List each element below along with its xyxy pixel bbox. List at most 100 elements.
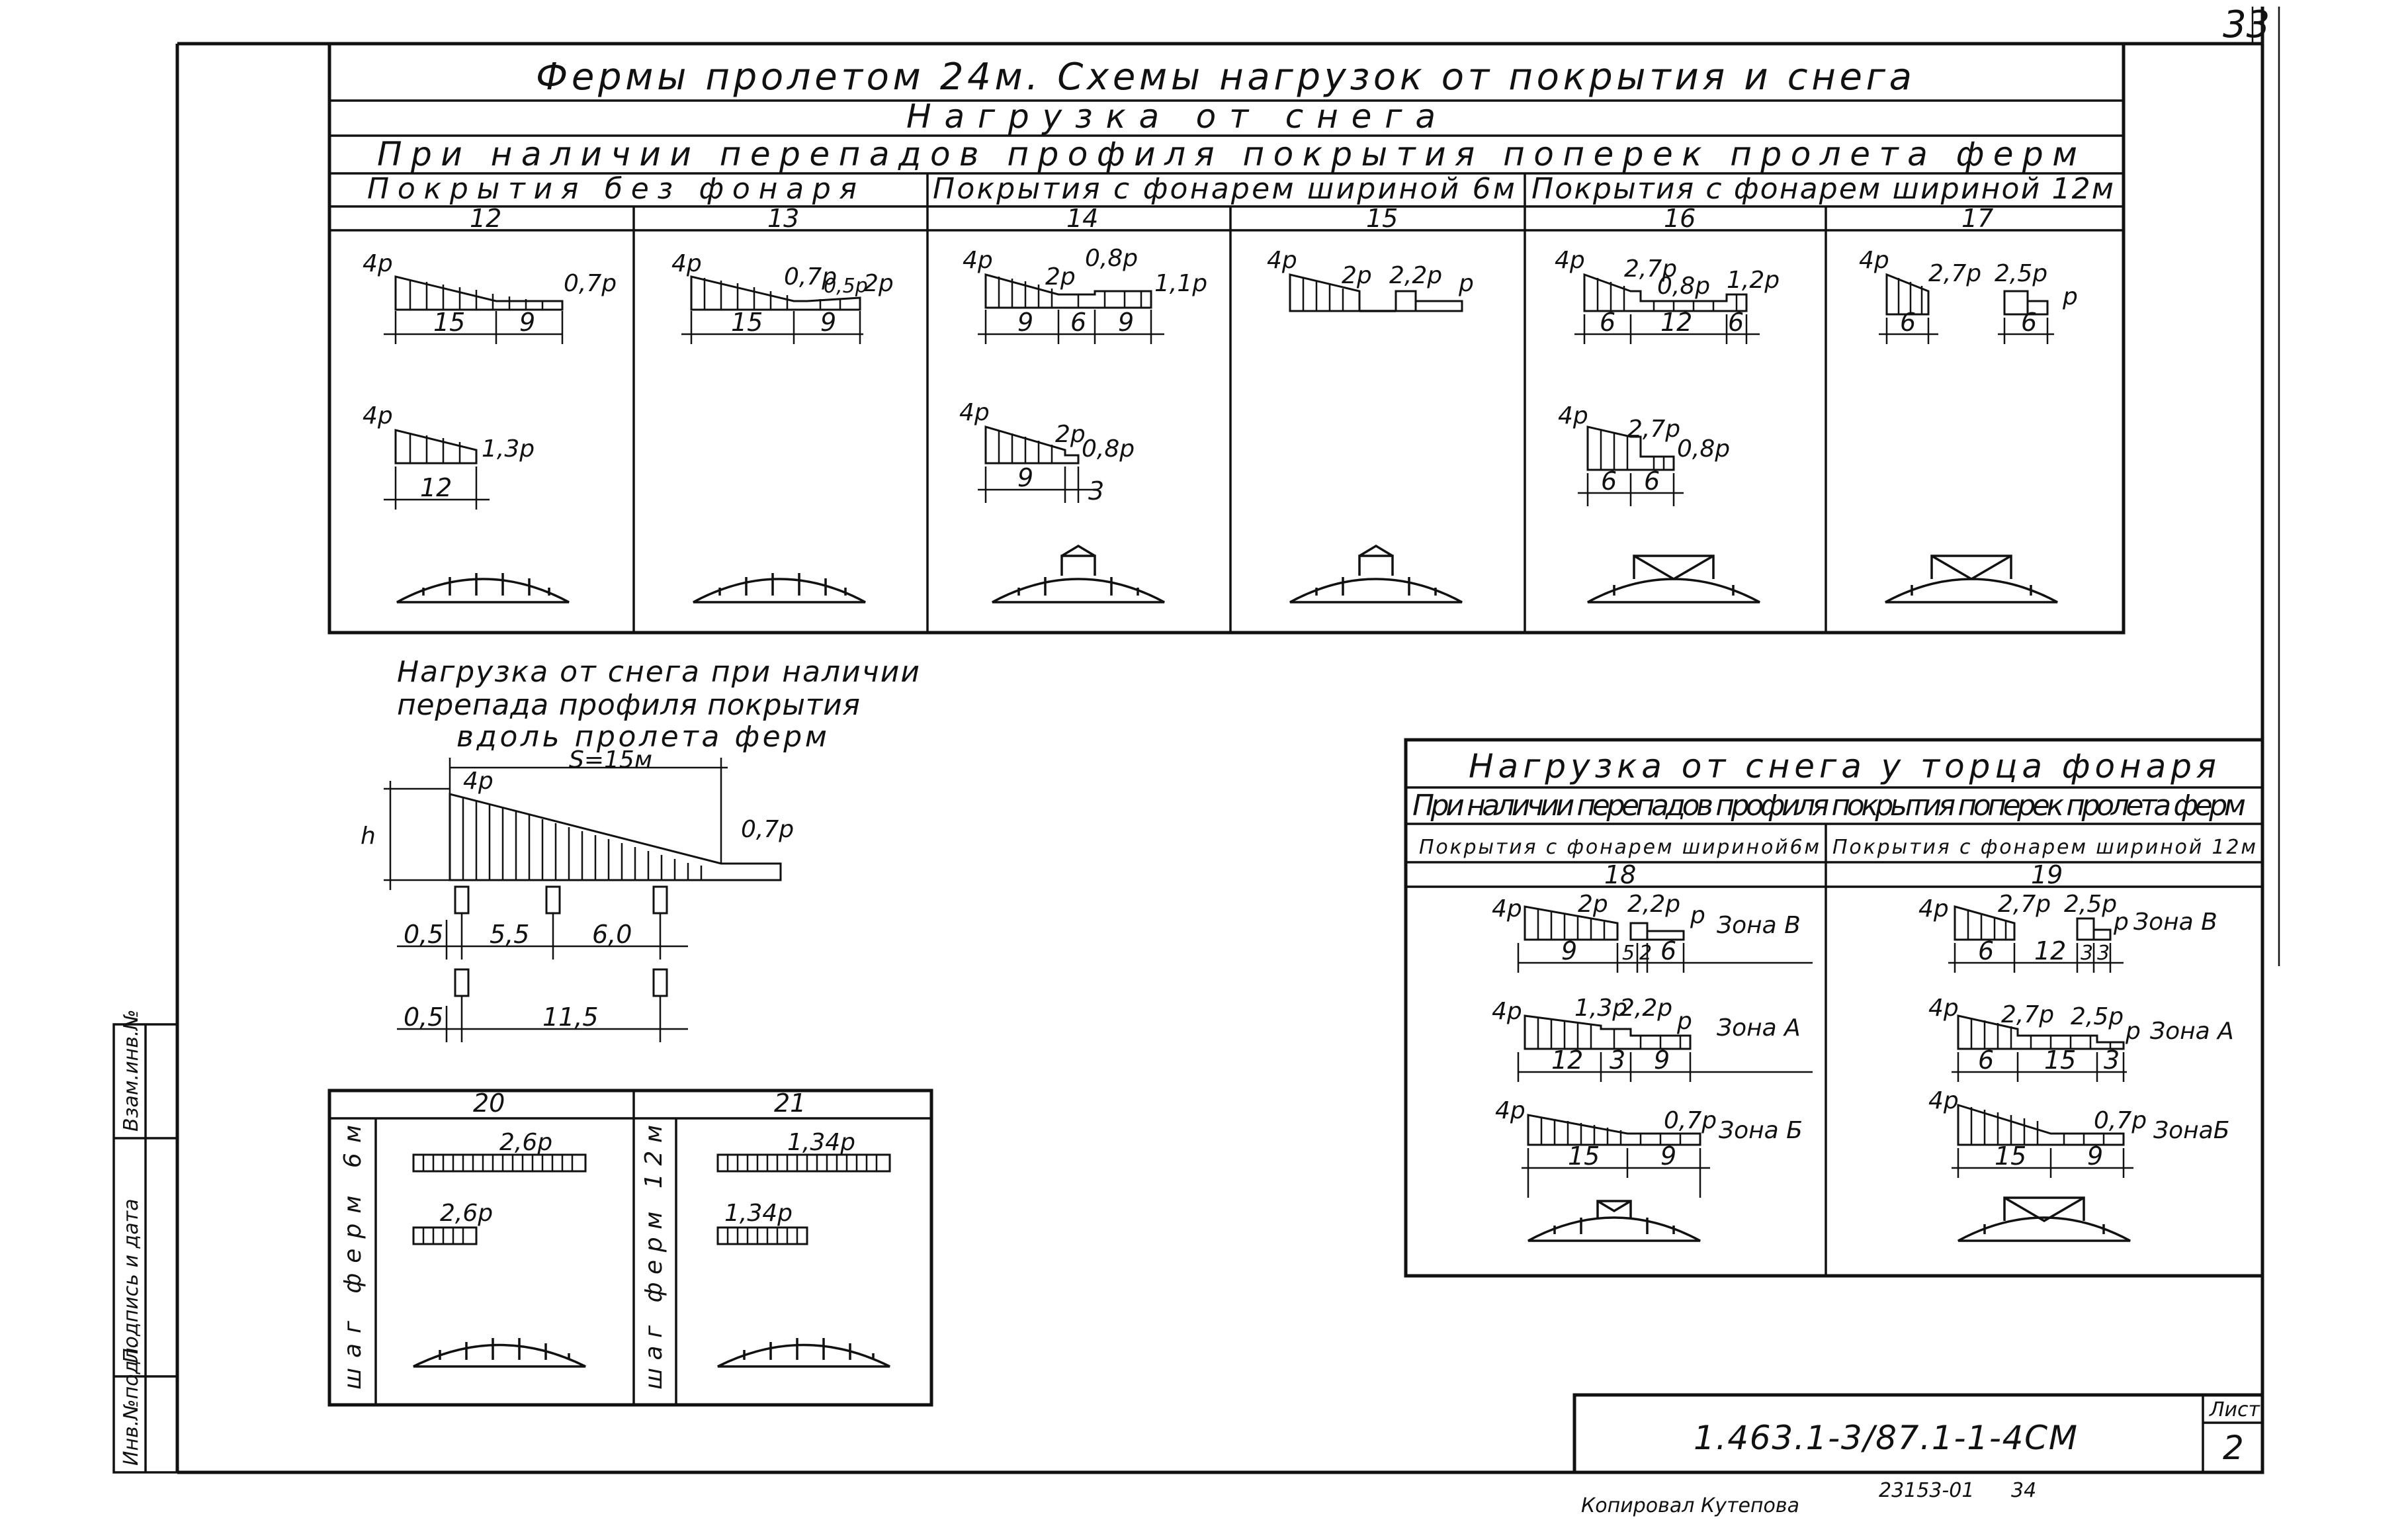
s18-r3-l1: 4p xyxy=(1495,1097,1526,1124)
s18-r2-d3: 9 xyxy=(1654,1046,1670,1075)
scheme-17-number: 17 xyxy=(1961,204,1993,233)
group-lantern-12: Покрытия с фонарем шириной 12м xyxy=(1531,172,2114,206)
scheme-12-number: 12 xyxy=(470,204,501,233)
s18-r1-d4: 6 xyxy=(1660,936,1676,965)
along-dim-2: 5,5 xyxy=(490,920,529,949)
s17-top-left: 4p xyxy=(1859,247,1889,274)
s14-top-right: 1,1p xyxy=(1154,270,1207,297)
stamp-sheet-label: Лист xyxy=(2209,1398,2261,1421)
profile-across: При наличии перепадов профиля покрытия п… xyxy=(377,135,2077,173)
footer-page: 34 xyxy=(2011,1479,2036,1502)
s18-r3-l2: 0,7p xyxy=(1664,1107,1717,1134)
s14-dim-1: 9 xyxy=(1017,308,1033,337)
s18-r1-l4: p xyxy=(1690,902,1705,929)
s19-r2-l4: p xyxy=(2125,1018,2141,1045)
s14-dim-3: 9 xyxy=(1118,308,1134,337)
s18-r2-zone: Зона А xyxy=(1717,1014,1801,1042)
scheme-18-number: 18 xyxy=(1604,860,1636,889)
along-h: h xyxy=(361,823,376,850)
scheme-14-diagram: 4p 2p 0,8p 1,1p 9 6 9 4p 2p 0,8p 9 3 xyxy=(959,245,1207,604)
s16-bottom-left: 4p xyxy=(1558,402,1588,429)
s13-top-mid: 0,7p xyxy=(784,263,837,291)
stamp-code: 1.463.1-3/87.1-1-4СМ xyxy=(1694,1419,2077,1457)
along-dim-1: 0,5 xyxy=(404,920,443,949)
s17-top-mid: 2,7p xyxy=(1928,260,1981,287)
s16-top-right: 1,2p xyxy=(1727,267,1780,294)
s19-r3-d2: 9 xyxy=(2087,1141,2103,1171)
s18-r2-l3: 2,2p xyxy=(1619,995,1672,1022)
along-dim-3: 6,0 xyxy=(592,920,632,949)
s16-dim-3: 6 xyxy=(1728,308,1744,337)
scheme-19-number: 19 xyxy=(2031,860,2063,889)
side-stamp-inv: Инв.№подл. xyxy=(120,1341,143,1466)
s19-r1-l4: p xyxy=(2113,909,2129,936)
s15-top-mid: 2p xyxy=(1342,262,1372,289)
s18-r3-zone: Зона Б xyxy=(1719,1117,1803,1144)
s19-r2-d1: 6 xyxy=(1978,1046,1994,1075)
s18-r2-l4: p xyxy=(1676,1008,1692,1035)
s19-r3-l1: 4p xyxy=(1928,1087,1959,1114)
s14-bottom-mid: 2p xyxy=(1055,421,1086,448)
scheme-15-diagram: 4p 2p 2,2p p xyxy=(1267,247,1474,604)
s12-top-right: 0,7p xyxy=(564,270,617,297)
s18-r3-d1: 15 xyxy=(1568,1141,1600,1171)
s18-r2-d2: 3 xyxy=(1610,1046,1625,1075)
s18-r1-d1: 9 xyxy=(1561,936,1577,965)
s18-r3-d2: 9 xyxy=(1660,1141,1676,1171)
s15-top-right: p xyxy=(1458,270,1474,297)
title-stamp: 1.463.1-3/87.1-1-4СМ Лист 2 xyxy=(1572,1393,2264,1474)
scheme-12-diagram: 4p 0,7p 15 9 4p 1,3p 12 xyxy=(363,250,617,604)
along-dim-5: 11,5 xyxy=(542,1003,599,1032)
along-s-label: S=15м xyxy=(569,746,652,774)
end-col-18: Покрытия с фонарем шириной6м xyxy=(1419,836,1819,859)
end-sub: При наличии перепадов профиля покрытия п… xyxy=(1412,789,2246,823)
s18-r1-l2: 2p xyxy=(1578,891,1608,918)
along-dim-4: 0,5 xyxy=(404,1003,443,1032)
s14-dim-2: 6 xyxy=(1070,308,1086,337)
s19-r1-d2: 12 xyxy=(2034,936,2066,965)
end-col-19: Покрытия с фонарем шириной 12м xyxy=(1832,836,2256,859)
s16-bottom-dim-1: 6 xyxy=(1601,467,1617,496)
footer-code: 23153-01 xyxy=(1879,1479,1974,1502)
main-title: Фермы пролетом 24м. Схемы нагрузок от по… xyxy=(536,56,1912,99)
scheme-13-diagram: 4p 0,7p 0,5p 2p 15 9 xyxy=(671,250,894,604)
s16-dim-1: 6 xyxy=(1600,308,1615,337)
along-right-load: 0,7p xyxy=(741,816,794,843)
scheme-14-number: 14 xyxy=(1066,204,1098,233)
s19-r1-d1: 6 xyxy=(1978,936,1994,965)
s15-top-mid2: 2,2p xyxy=(1389,262,1442,289)
s18-r1-l3: 2,2p xyxy=(1627,891,1680,918)
s19-r2-l3: 2,5p xyxy=(2071,1003,2124,1030)
s21-top-load: 1,34p xyxy=(787,1129,855,1156)
s18-r2-l1: 4p xyxy=(1492,998,1522,1025)
side-stamp: Инв.№подл. Подпись и дата Взам.инв.№ xyxy=(112,1009,179,1474)
s18-r1-l1: 4p xyxy=(1492,895,1522,922)
s14-top-mid: 2p xyxy=(1045,263,1076,291)
s19-r2-l2: 2,7p xyxy=(2001,1001,2054,1028)
s19-r3-zone: ЗонаБ xyxy=(2153,1117,2229,1144)
s19-r1-l3: 2,5p xyxy=(2064,891,2117,918)
page-number: 33 xyxy=(2223,3,2270,46)
scheme-16-number: 16 xyxy=(1664,204,1696,233)
s17-dim-2: 6 xyxy=(2021,308,2037,337)
s14-top-left: 4p xyxy=(963,247,993,274)
s17-dim-1: 6 xyxy=(1900,308,1916,337)
along-title-1: Нагрузка от снега при наличии xyxy=(397,655,920,689)
s20-top-load: 2,6p xyxy=(499,1129,552,1156)
scheme-21-number: 21 xyxy=(774,1089,806,1118)
s14-bottom-right: 0,8p xyxy=(1082,435,1135,463)
s19-r1-l1: 4p xyxy=(1918,895,1949,922)
s18-r1-d3: 2 xyxy=(1639,942,1652,965)
s13-top-right: 2p xyxy=(863,270,894,297)
scheme-17-diagram: 4p 2,7p 2,5p p 6 6 xyxy=(1859,247,2078,604)
s16-bottom-dim-2: 6 xyxy=(1644,467,1660,496)
along-left-load: 4p xyxy=(463,768,494,795)
s20-bottom-load: 2,6p xyxy=(440,1200,493,1227)
scheme-13-number: 13 xyxy=(767,204,799,233)
s19-r1-l2: 2,7p xyxy=(1998,891,2051,918)
s16-bottom-right: 0,8p xyxy=(1677,435,1730,463)
s19-r3-d1: 15 xyxy=(1995,1141,2026,1171)
s12-top-left: 4p xyxy=(363,250,393,277)
s16-top-mid2: 0,8p xyxy=(1657,273,1710,300)
s17-top-mid2: 2,5p xyxy=(1995,260,2047,287)
